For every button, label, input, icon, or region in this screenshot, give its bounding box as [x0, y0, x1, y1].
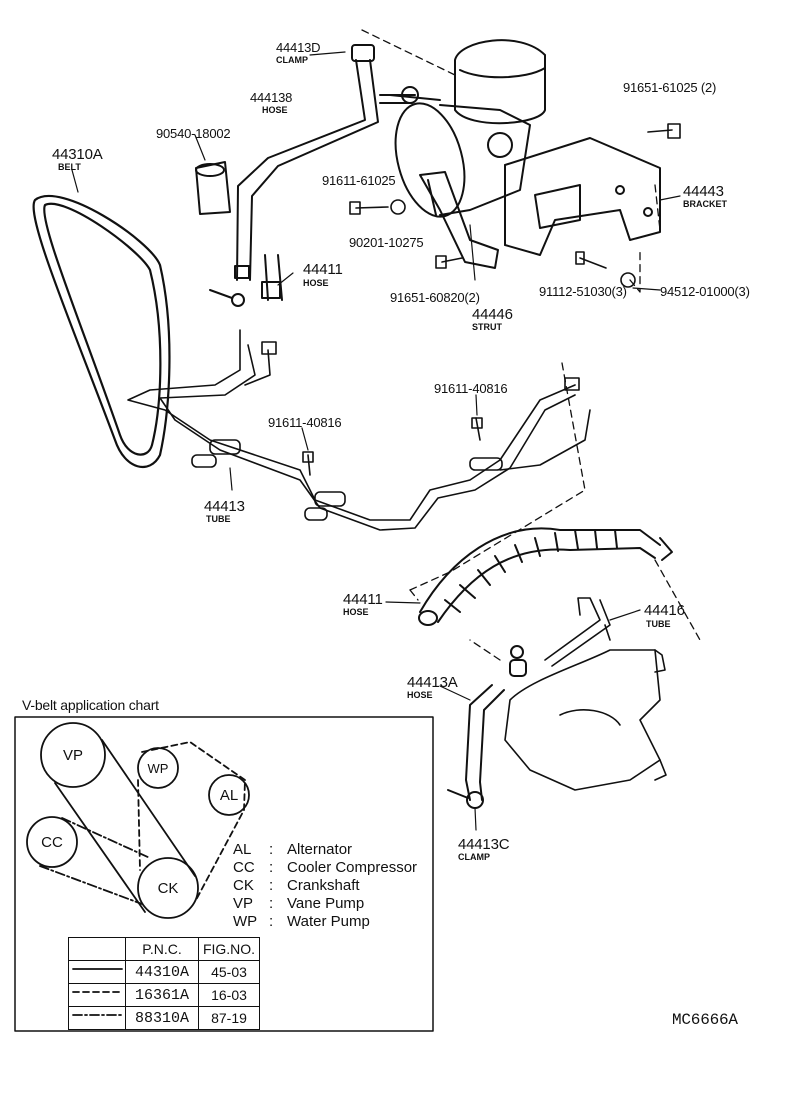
hose-upper	[209, 44, 416, 307]
label-44416: 44416	[644, 602, 685, 619]
label-44411-mid: 44411	[343, 591, 383, 608]
legend-row-vp: VP:Vane Pump	[233, 895, 365, 912]
legend-row-ck: CK:Crankshaft	[233, 877, 360, 894]
table-row: 44310A 45-03	[68, 960, 260, 984]
strut	[419, 171, 499, 269]
label-444138-name: HOSE	[262, 105, 288, 115]
table-cell-pnc: 44310A	[125, 960, 199, 984]
table-header-row: P.N.C. FIG.NO.	[68, 937, 260, 961]
table-cell-pnc: 16361A	[125, 983, 199, 1007]
label-91611-61025: 91611-61025	[322, 173, 396, 188]
v-belt	[32, 194, 171, 468]
table-row: 88310A 87-19	[68, 1006, 260, 1030]
label-44411-top-name: HOSE	[303, 278, 329, 288]
spacer-block	[195, 161, 231, 215]
label-444138: 444138	[250, 90, 293, 105]
drawing-code: MC6666A	[672, 1011, 738, 1029]
label-44310a-name: BELT	[58, 162, 81, 172]
label-44411-mid-name: HOSE	[343, 607, 369, 617]
label-94512: 94512-01000(3)	[660, 284, 750, 299]
label-44446-name: STRUT	[472, 322, 502, 332]
legend-box	[14, 716, 434, 1032]
table-cell-fig: 87-19	[198, 1006, 260, 1030]
label-90540: 90540-18002	[156, 126, 231, 141]
steering-gear	[504, 649, 667, 791]
label-44413: 44413	[204, 498, 245, 515]
pulley-vp: VP	[62, 747, 83, 764]
legend-row-wp: WP:Water Pump	[233, 913, 370, 930]
bolts	[302, 123, 681, 476]
label-44411-top: 44411	[303, 261, 343, 278]
pulley-al: AL	[219, 787, 239, 804]
label-44413-name: TUBE	[206, 514, 231, 524]
label-44413d-name: CLAMP	[276, 55, 308, 65]
table-cell-pnc: 88310A	[125, 1006, 199, 1030]
table-row: 16361A 16-03	[68, 983, 260, 1007]
table-header-fig: FIG.NO.	[198, 937, 260, 961]
legend-title: V-belt application chart	[22, 697, 159, 713]
label-44413c-name: CLAMP	[458, 852, 490, 862]
hose-44413a	[447, 645, 527, 809]
pnc-table: P.N.C. FIG.NO. 44310A 45-03 16361A 16-03…	[68, 937, 260, 1030]
label-44416-name: TUBE	[646, 619, 671, 629]
label-90201: 90201-10275	[349, 235, 424, 250]
line-sample-dash-dot	[68, 1006, 126, 1030]
legend-row-al: AL:Alternator	[233, 841, 353, 858]
corrugated-hose	[418, 527, 673, 626]
tube-44416	[544, 597, 611, 667]
label-44443: 44443	[683, 183, 724, 200]
pulley-cc: CC	[41, 834, 63, 851]
legend-row-cc: CC:Cooler Compressor	[233, 859, 418, 876]
table-header-pnc: P.N.C.	[125, 937, 199, 961]
label-44413a: 44413A	[407, 674, 458, 691]
tube-assembly	[127, 329, 591, 531]
label-91651-61025: 91651-61025 (2)	[623, 80, 717, 95]
label-44446: 44446	[472, 306, 513, 323]
label-91651-60820: 91651-60820(2)	[390, 290, 480, 305]
label-44413d: 44413D	[276, 40, 321, 55]
vane-pump-assembly	[389, 39, 546, 218]
label-44443-name: BRACKET	[683, 199, 727, 209]
label-91112: 91112-51030(3)	[539, 284, 627, 299]
pulley-wp: WP	[147, 761, 169, 776]
line-sample-dashed	[68, 983, 126, 1007]
label-44413c: 44413C	[458, 836, 510, 853]
label-91611-40816-left: 91611-40816	[268, 415, 342, 430]
table-cell-fig: 16-03	[198, 983, 260, 1007]
table-header-line	[68, 937, 126, 961]
label-leaders	[71, 51, 681, 831]
line-sample-solid	[68, 960, 126, 984]
bracket	[504, 137, 661, 256]
pulley-ck: CK	[157, 880, 179, 897]
label-44310a: 44310A	[52, 146, 103, 163]
label-44413a-name: HOSE	[407, 690, 433, 700]
leader-dashes	[361, 29, 701, 661]
label-91611-40816-right: 91611-40816	[434, 381, 508, 396]
table-cell-fig: 45-03	[198, 960, 260, 984]
